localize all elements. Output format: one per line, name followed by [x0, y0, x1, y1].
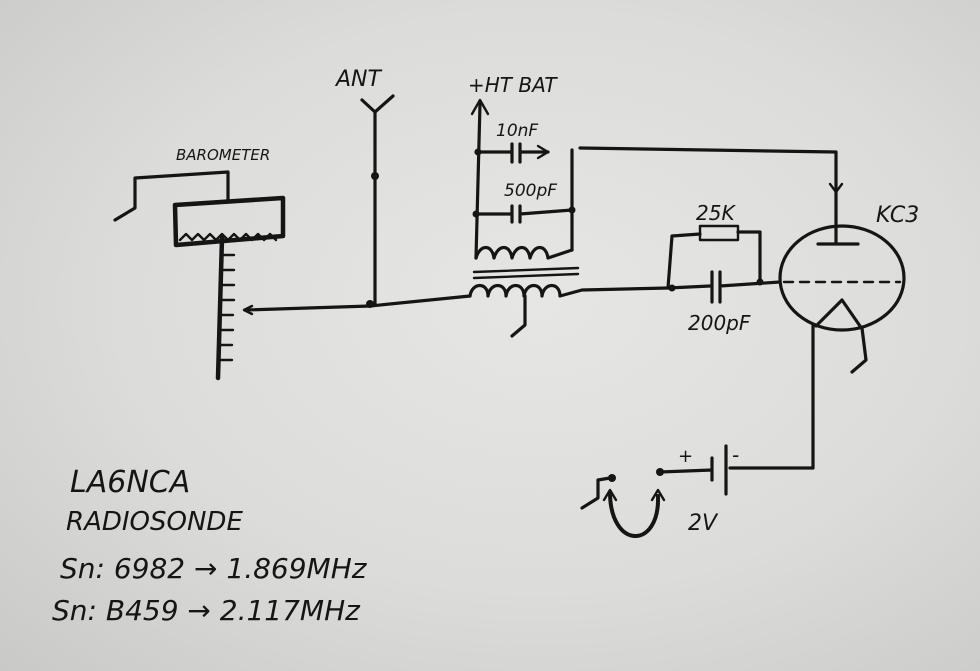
note-serial-1: Sn: 6982 → 1.869MHz [60, 552, 368, 585]
tube-label: KC3 [876, 203, 919, 228]
cap-200pf-label: 200pF [688, 311, 751, 335]
grid-leak [666, 224, 782, 304]
note-title: RADIOSONDE [66, 507, 243, 537]
battery-minus-label: - [732, 443, 739, 467]
main-signal-line [243, 294, 472, 312]
note-serial-2: Sn: B459 → 2.117MHz [52, 594, 361, 627]
junction-dot [366, 300, 374, 308]
antenna-label: ANT [334, 67, 383, 92]
resistor-label: 25K [696, 201, 736, 225]
note-callsign: LA6NCA [70, 465, 190, 500]
tuned-circuit [470, 98, 576, 260]
filament-battery [580, 444, 728, 538]
barometer-label: BAROMETER [176, 146, 270, 164]
plate-line [578, 146, 838, 224]
plate-arrow [828, 182, 844, 194]
tube-kc3 [728, 220, 906, 470]
battery-plus-label: + [678, 446, 693, 467]
barometer [113, 170, 286, 248]
cap-500pf-label: 500pF [504, 181, 557, 201]
cap-10nf-label: 10nF [496, 121, 538, 141]
coil [468, 266, 670, 338]
battery-voltage-label: 2V [688, 511, 719, 536]
antenna [360, 94, 395, 306]
ht-battery-label: +HT BAT [468, 73, 558, 97]
barometer-contact-comb [215, 235, 254, 381]
